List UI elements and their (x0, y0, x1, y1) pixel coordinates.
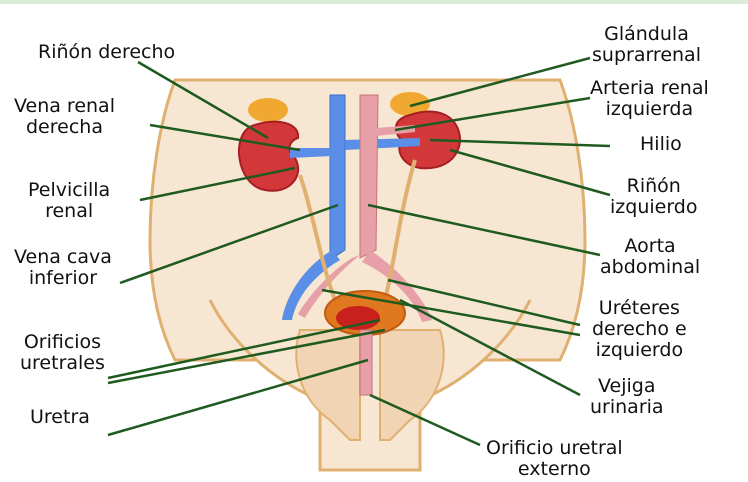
vena-cava (330, 95, 345, 260)
kidney-right (239, 122, 298, 191)
label-rinon-derecho: Riñón derecho (38, 42, 175, 63)
label-uretra: Uretra (30, 407, 90, 428)
bladder-inner (336, 306, 380, 330)
label-hilio: Hilio (640, 134, 682, 155)
aorta (360, 95, 378, 258)
adrenal-gland-right (248, 98, 288, 122)
